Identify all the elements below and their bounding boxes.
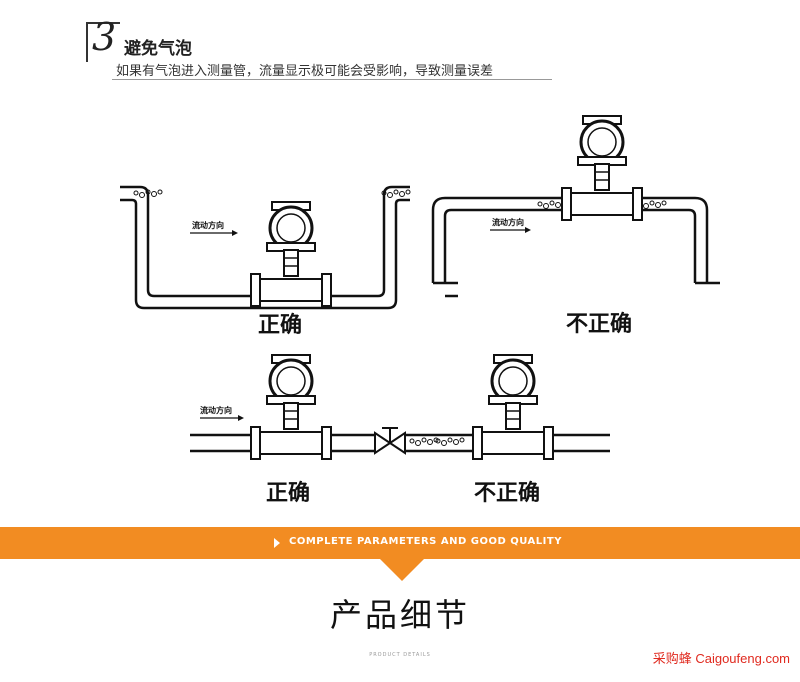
step-subtitle: 如果有气泡进入测量管，流量显示极可能会受影响，导致测量误差 bbox=[116, 64, 494, 79]
step-number-frame bbox=[86, 22, 120, 62]
section-fine-print: PRODUCT DETAILS bbox=[369, 652, 431, 658]
section-title: 产品细节 bbox=[329, 596, 470, 634]
label-incorrect-1: 不正确 bbox=[566, 311, 632, 337]
banner-notch bbox=[380, 559, 424, 581]
label-correct-2: 正确 bbox=[266, 480, 310, 506]
quality-banner bbox=[0, 527, 800, 559]
flow-label-3: 流动方向 bbox=[200, 405, 232, 415]
header-divider bbox=[112, 79, 552, 80]
diagram-straight-valve bbox=[190, 427, 610, 455]
label-correct-1: 正确 bbox=[258, 312, 302, 338]
step-number: 3 bbox=[92, 15, 117, 59]
step-title: 避免气泡 bbox=[124, 39, 192, 59]
watermark: 采购蜂 Caigoufeng.com bbox=[652, 651, 790, 666]
installation-diagrams: 流动方向 正确 流动方向 不正确 流动方向 正确 不正确 bbox=[120, 114, 720, 506]
flow-label-1: 流动方向 bbox=[192, 220, 224, 230]
label-incorrect-2: 不正确 bbox=[474, 480, 540, 506]
flow-label-2: 流动方向 bbox=[492, 217, 524, 227]
banner-text: COMPLETE PARAMETERS AND GOOD QUALITY bbox=[289, 536, 562, 547]
play-arrow-icon bbox=[274, 538, 280, 548]
